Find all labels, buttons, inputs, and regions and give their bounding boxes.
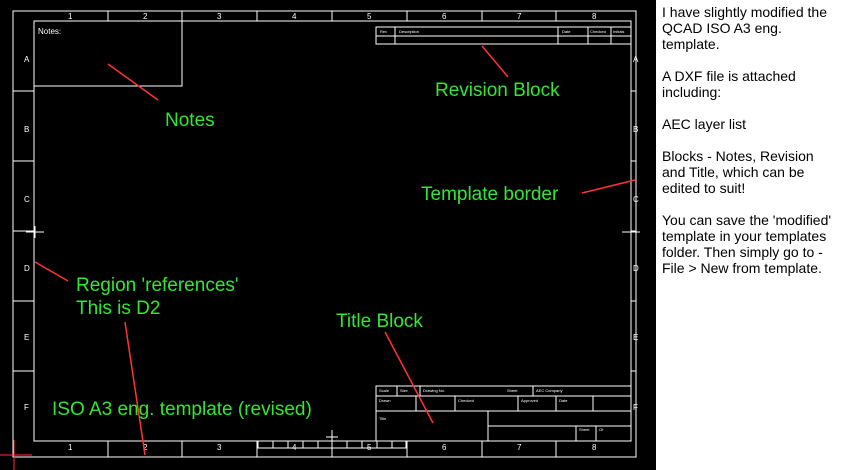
drawing-svg: 1 2 3 4 5 6 7 8 1 2 3 4 5 6 7 8 A B C D … [0,10,640,470]
title-drawn-label: Drawn [379,398,391,403]
title-approved-label: Approved [521,398,538,403]
row-label-left-b: B [24,125,29,134]
row-label-left-e: E [24,333,29,342]
title-sheet-label: Sheet [507,388,518,393]
col-label-top-2: 2 [143,12,148,21]
row-label-right-d: D [633,264,639,273]
notes-block-label: Notes: [38,27,61,36]
title-size-label: Size [400,388,409,393]
annotation-region-refs: Region 'references' [76,275,239,296]
annotation-template-border: Template border [421,184,559,205]
title-sheet-bottom-label: Sheet [579,427,590,432]
title-drawing-no-label: Drawing No. [423,388,445,393]
row-label-right-f: F [633,403,638,412]
row-label-left-c: C [24,195,30,204]
row-label-right-a: A [633,55,639,64]
description-panel: I have slightly modified the QCAD ISO A3… [662,4,840,292]
col-label-bottom-2: 2 [143,443,148,452]
col-label-top-5: 5 [367,12,372,21]
col-label-bottom-7: 7 [517,443,522,452]
notes-block[interactable]: Notes: [34,21,183,87]
row-label-left-d: D [24,264,30,273]
annotation-revision-block: Revision Block [435,80,560,101]
title-title-label: Title [379,416,387,421]
title-scale-label: Scale [379,388,390,393]
title-checked-label: Checked [458,398,474,403]
arrow-title-block [384,331,434,424]
title-company-label: AEC Company [536,388,562,393]
col-label-top-3: 3 [217,12,222,21]
col-label-top-4: 4 [292,12,297,21]
column-ticks [107,11,557,457]
row-label-right-b: B [633,125,638,134]
outer-border [12,10,637,458]
arrow-d2 [124,321,146,456]
arrow-template-border [581,179,636,194]
rev-header-date: Date [562,29,571,34]
col-label-top-8: 8 [592,12,597,21]
rev-header-checked: Checked [590,29,606,34]
scale-bar [257,440,407,449]
col-label-top-6: 6 [442,12,447,21]
centering-marks [26,226,640,447]
annotation-arrows [34,45,636,456]
annotation-d2: This is D2 [76,298,160,319]
col-label-bottom-6: 6 [442,443,447,452]
row-label-left-a: A [24,55,30,64]
arrow-revision-block [481,45,509,78]
arrow-region-refs [34,261,69,282]
title-block[interactable]: Scale Size Drawing No. Sheet AEC Company… [375,385,632,442]
col-label-bottom-8: 8 [592,443,597,452]
row-labels: A B C D E F A B C D E F [24,55,639,412]
cad-drawing-canvas[interactable]: 1 2 3 4 5 6 7 8 1 2 3 4 5 6 7 8 A B C D … [0,0,656,470]
col-label-top-1: 1 [68,12,73,21]
arrow-notes [107,63,159,101]
description-save-instructions: You can save the 'modified' template in … [662,212,832,276]
description-intro: I have slightly modified the QCAD ISO A3… [662,4,827,52]
origin-marker [0,440,32,470]
revision-block[interactable]: Rev Description Date Checked Initials [375,26,632,45]
row-label-right-e: E [633,333,638,342]
title-of-label: Of [599,427,604,432]
annotation-title-block: Title Block [336,311,423,332]
row-label-right-c: C [633,195,639,204]
description-blocks: Blocks - Notes, Revision and Title, whic… [662,148,814,196]
col-label-top-7: 7 [517,12,522,21]
annotation-notes: Notes [165,110,215,131]
rev-header-initials: Initials [613,29,624,34]
rev-header-rev: Rev [380,29,387,34]
rev-header-description: Description [399,29,419,34]
row-label-left-f: F [24,403,29,412]
description-layer-list: AEC layer list [662,116,747,132]
row-ticks [13,90,636,372]
annotation-template-name: ISO A3 eng. template (revised) [52,399,312,420]
col-label-bottom-1: 1 [68,443,73,452]
col-label-bottom-3: 3 [217,443,222,452]
description-attachment: A DXF file is attached including: [662,68,796,100]
title-date-label: Date [559,398,568,403]
